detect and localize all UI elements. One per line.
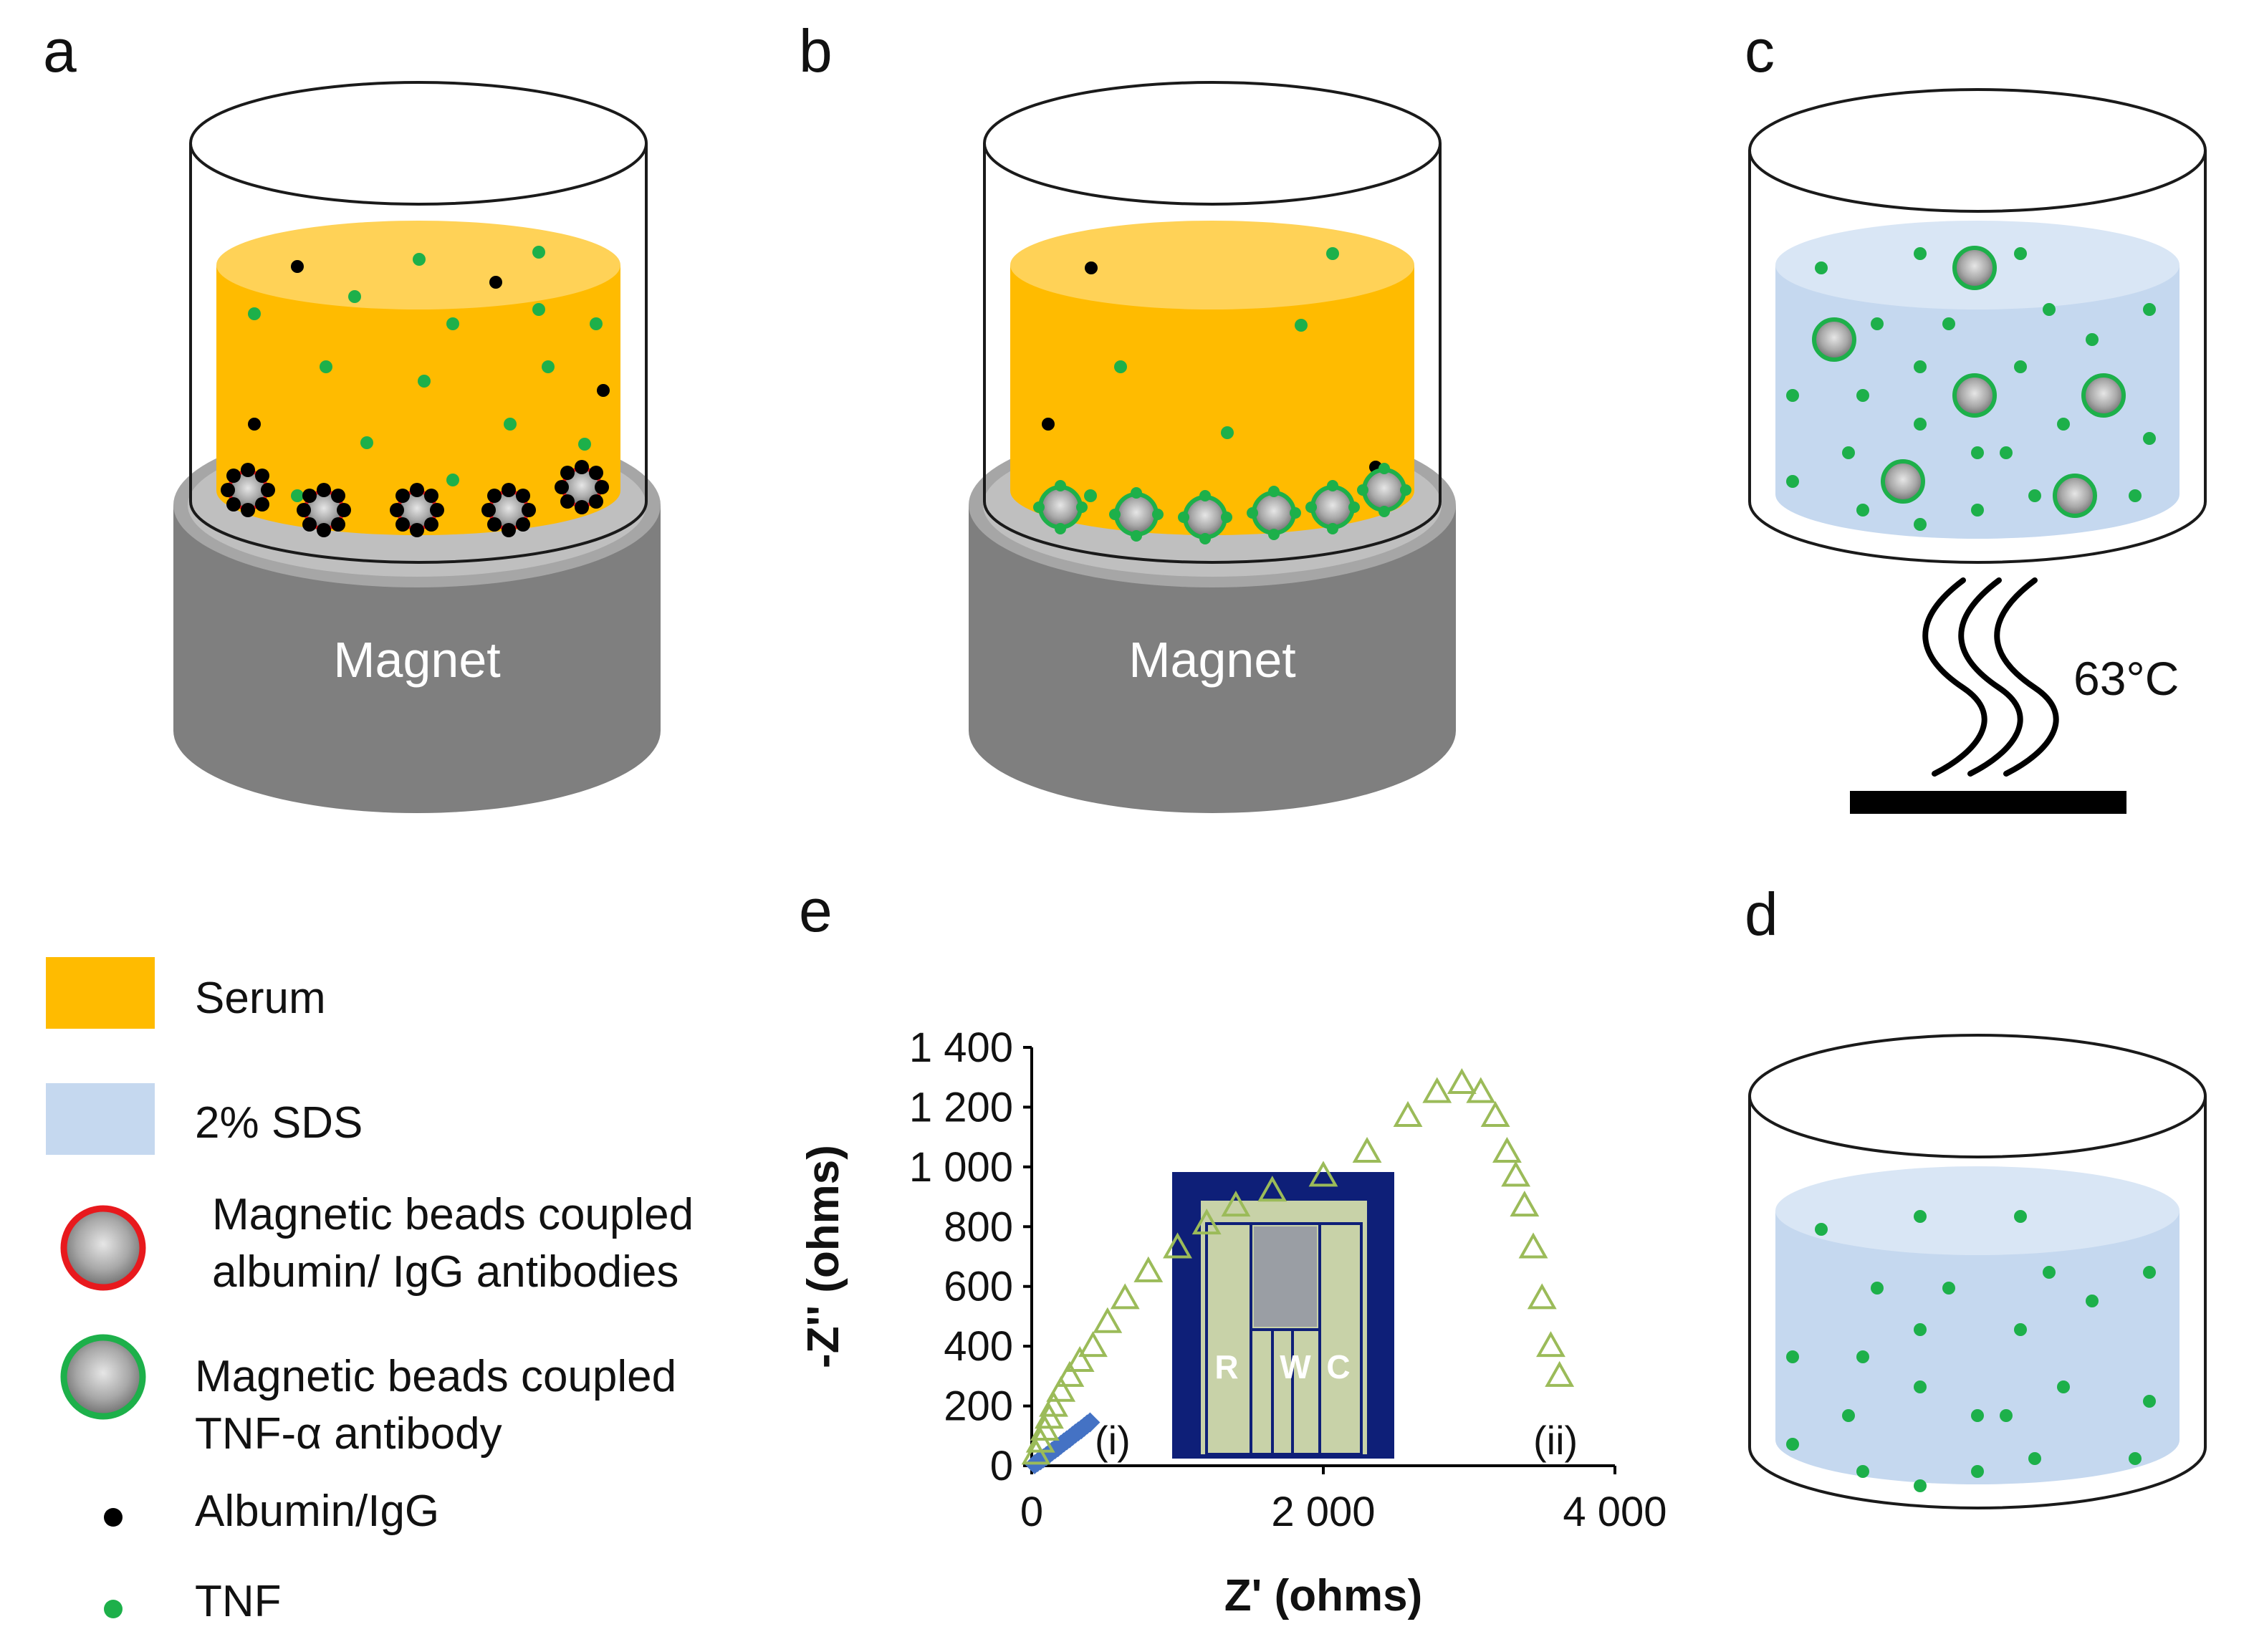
x-tick-label: 4 000 <box>1563 1489 1667 1535</box>
legend-label-bead-tnf-line1: Magnetic beads coupled <box>195 1352 676 1401</box>
legend-swatch-albumin-igg <box>104 1508 123 1527</box>
series-ii-point <box>1133 1256 1164 1282</box>
legend-swatch-bead-red <box>60 1205 146 1291</box>
y-tick-label: 0 <box>990 1443 1013 1489</box>
y-tick-label: 200 <box>944 1383 1013 1430</box>
particles-c <box>1786 247 2156 531</box>
series-ii-point <box>1527 1283 1557 1310</box>
particles-a <box>248 246 610 502</box>
panel-d <box>1748 1034 2207 1509</box>
y-tick-label: 600 <box>944 1264 1013 1310</box>
container-a <box>189 81 648 564</box>
series-ii-point <box>1257 1176 1287 1202</box>
y-tick-label: 1 400 <box>909 1024 1013 1071</box>
electrode-label-w: W <box>1280 1348 1311 1386</box>
heat-waves-icon <box>1922 577 2059 777</box>
electrode-label-c: C <box>1326 1348 1350 1386</box>
legend-swatch-bead-green <box>60 1334 146 1420</box>
legend-label-bead-albumin-line2: albumin/ IgG antibodies <box>212 1247 678 1297</box>
legend-label-bead-tnf-line2: TNF-α antibody <box>195 1409 502 1459</box>
series-ii-point <box>1065 1345 1095 1372</box>
series-ii-point <box>1308 1161 1338 1187</box>
y-axis-title: -Z'' (ohms) <box>799 1145 848 1368</box>
series-label-i: (i) <box>1095 1418 1131 1463</box>
series-ii-point <box>1110 1283 1140 1310</box>
panel-letter-a: a <box>43 17 77 85</box>
container-c <box>1748 88 2207 564</box>
series-ii-point <box>1545 1360 1575 1387</box>
y-tick-label: 800 <box>944 1204 1013 1250</box>
series-ii-point <box>1078 1331 1108 1358</box>
x-axis-title: Z' (ohms) <box>1224 1571 1423 1620</box>
legend-label-albumin-igg: Albumin/IgG <box>195 1487 439 1536</box>
series-ii-point <box>1191 1209 1222 1235</box>
legend-label-serum: Serum <box>195 974 326 1023</box>
container-b <box>983 81 1442 564</box>
x-ticks: 0 2 000 4 000 <box>1020 1466 1667 1535</box>
magnet-label-a: Magnet <box>333 632 500 688</box>
serum-liquid-b <box>1010 221 1414 535</box>
legend-swatch-sds <box>46 1083 155 1155</box>
temperature-label: 63°C <box>2073 652 2179 705</box>
series-ii-point <box>1536 1331 1565 1358</box>
series-ii-point <box>1055 1360 1085 1387</box>
panel-letter-e: e <box>799 877 833 944</box>
series-label-ii: (ii) <box>1533 1418 1578 1463</box>
y-tick-label: 400 <box>944 1323 1013 1370</box>
series-ii-point <box>1422 1077 1452 1103</box>
x-tick-label: 2 000 <box>1271 1489 1375 1535</box>
electrode-photo: R W C <box>1172 1172 1394 1459</box>
series-points <box>1021 1068 1575 1474</box>
series-ii-point <box>1480 1100 1510 1127</box>
sds-liquid-d <box>1775 1166 2180 1484</box>
series-ii-point <box>1039 1391 1068 1417</box>
particles-d <box>1786 1210 2156 1492</box>
series-ii-point <box>1046 1375 1076 1402</box>
y-tick-label: 1 200 <box>909 1084 1013 1130</box>
particles-b <box>1042 247 1382 502</box>
panel-letter-b: b <box>799 17 833 85</box>
series-ii-point <box>1501 1161 1531 1187</box>
legend-label-bead-albumin-line1: Magnetic beads coupled <box>212 1190 694 1239</box>
legend-label-sds: 2% SDS <box>195 1098 363 1148</box>
y-tick-label: 1 000 <box>909 1144 1013 1191</box>
container-d <box>1748 1034 2207 1509</box>
series-ii-point <box>1492 1136 1522 1163</box>
series-ii-point <box>1093 1307 1123 1333</box>
series-ii-point <box>1447 1068 1477 1095</box>
series-ii-point <box>1510 1191 1540 1217</box>
series-ii-point <box>1221 1191 1251 1217</box>
electrode-label-r: R <box>1214 1348 1238 1386</box>
y-ticks: 0 200 400 600 800 1 000 1 200 1 400 <box>909 1024 1032 1489</box>
legend-swatch-serum <box>46 957 155 1029</box>
magnet-label-b: Magnet <box>1128 632 1295 688</box>
series-i-point <box>1080 1412 1100 1433</box>
panel-c: 63°C <box>1748 88 2207 814</box>
series-ii-point <box>1352 1136 1382 1163</box>
panel-letter-d: d <box>1745 880 1778 948</box>
legend-swatch-tnf <box>104 1600 123 1618</box>
series-ii-point <box>1163 1232 1192 1259</box>
series-ii-point <box>1466 1077 1496 1103</box>
panel-a: Magnet <box>173 81 661 813</box>
legend: Serum 2% SDS Magnetic beads coupled albu… <box>46 957 694 1626</box>
heater-plate <box>1850 791 2126 814</box>
panel-b: Magnet <box>969 81 1456 813</box>
panel-letter-c: c <box>1745 17 1775 85</box>
beads-albumin-a <box>221 460 609 537</box>
x-tick-label: 0 <box>1020 1489 1043 1535</box>
series-ii-point <box>1518 1232 1548 1259</box>
beads-tnf-b <box>1033 463 1411 544</box>
nyquist-chart: 0 200 400 600 800 1 000 1 200 1 400 0 2 000 4 000… <box>799 1024 1667 1620</box>
series-ii-point <box>1393 1100 1423 1127</box>
beads-c <box>1812 246 2126 518</box>
legend-label-tnf: TNF <box>195 1577 282 1626</box>
